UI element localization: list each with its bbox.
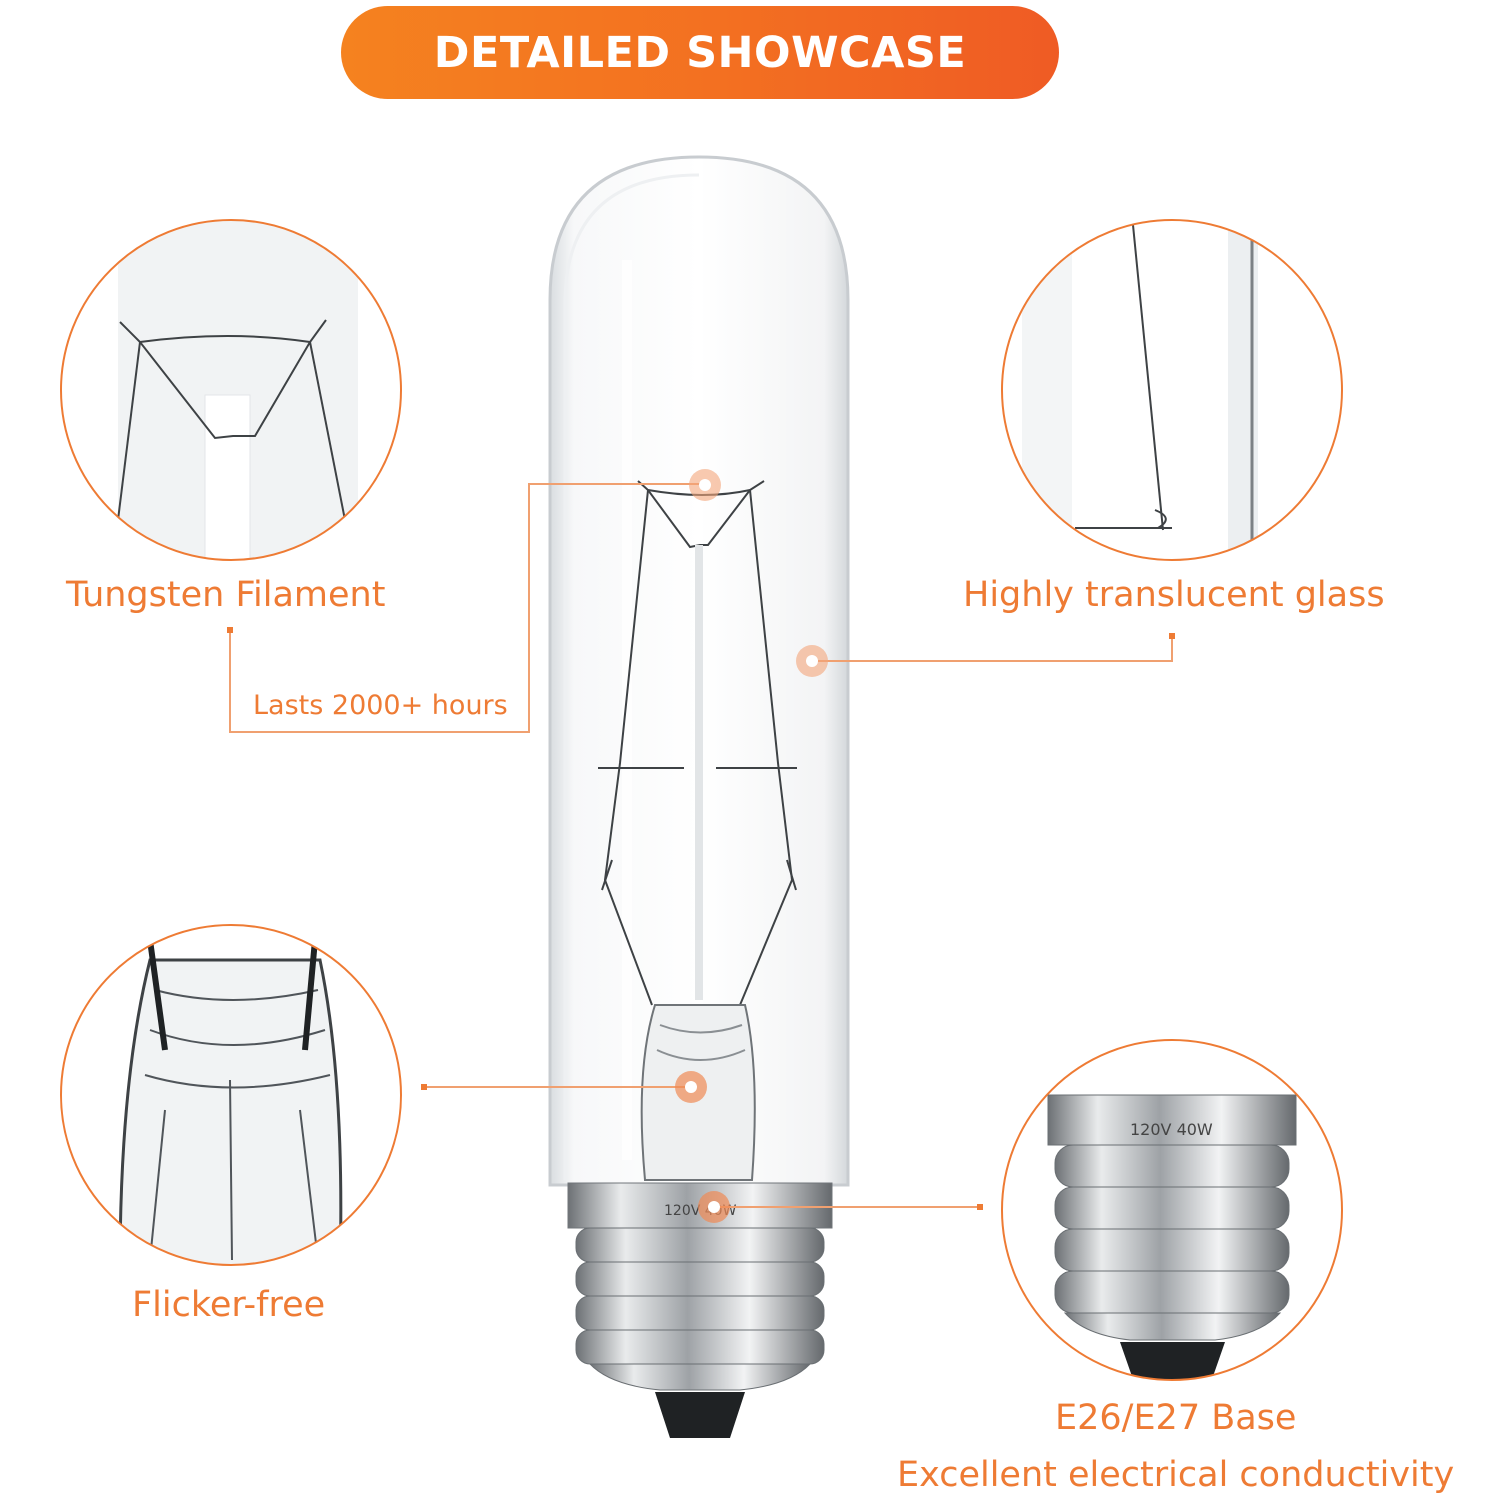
bulb-base: 120V 40W xyxy=(567,1182,833,1438)
hotspot-flicker[interactable] xyxy=(675,1071,707,1103)
zoom-circle-glass xyxy=(1001,219,1343,561)
bulb: 120V 40W xyxy=(548,155,850,1438)
zoom-circle-flicker xyxy=(60,924,402,1266)
base-detail: Excellent electrical conductivity xyxy=(897,1455,1455,1495)
hotspot-filament[interactable] xyxy=(689,469,721,501)
callout-lines xyxy=(229,483,1173,1208)
showcase-banner: DETAILED SHOWCASE xyxy=(341,6,1059,99)
hotspot-base[interactable] xyxy=(698,1191,730,1223)
banner-title: DETAILED SHOWCASE xyxy=(433,27,967,78)
translucent-glass-title: Highly translucent glass xyxy=(963,575,1385,615)
tungsten-filament-detail: Lasts 2000+ hours xyxy=(253,690,508,721)
zoom-circle-filament xyxy=(60,219,402,561)
bulb-contact xyxy=(655,1392,745,1438)
tungsten-filament-title: Tungsten Filament xyxy=(66,575,386,615)
hotspot-glass[interactable] xyxy=(796,645,828,677)
base-title: E26/E27 Base xyxy=(1055,1398,1297,1438)
zoom-circle-base: 120V 40W xyxy=(1001,1039,1343,1381)
base-rating: 120V 40W xyxy=(1130,1120,1213,1139)
flicker-free-title: Flicker-free xyxy=(132,1285,326,1325)
